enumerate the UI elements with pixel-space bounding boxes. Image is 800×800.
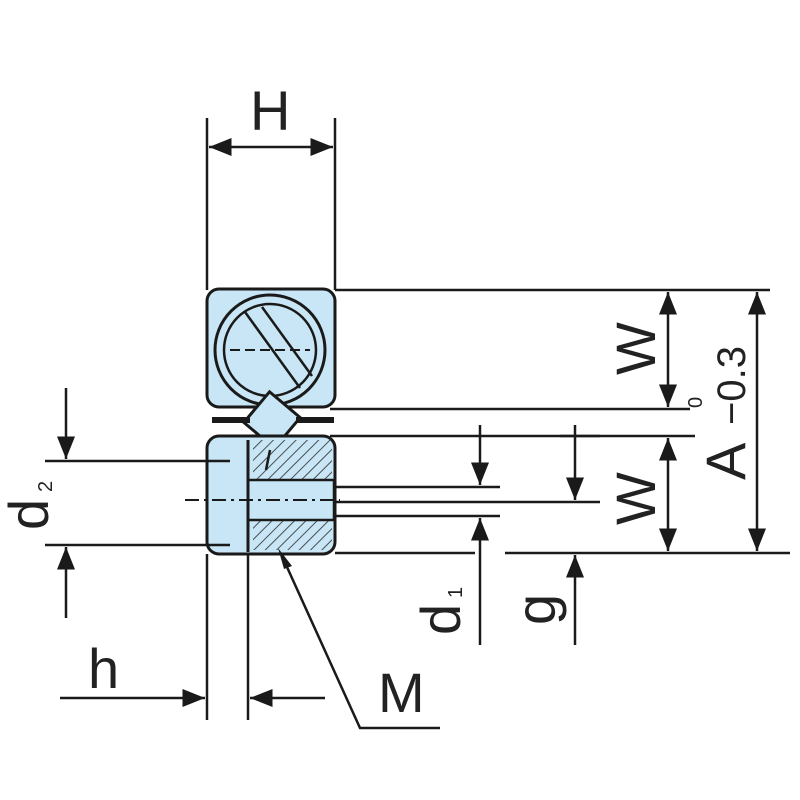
label-d1-sub: 1 (445, 587, 467, 598)
label-M: M (378, 661, 425, 724)
label-d2-sub: 2 (35, 481, 57, 492)
label-g: g (504, 594, 567, 625)
key-piece (212, 389, 334, 451)
label-W-top: W (604, 322, 667, 375)
upper-block (205, 287, 337, 409)
label-d2: d (0, 499, 60, 530)
label-W-top-sub: 0 (685, 397, 707, 408)
label-h: h (88, 637, 119, 700)
lower-block (185, 434, 340, 556)
label-A-tolerance: −0.3 (710, 346, 754, 425)
label-H: H (250, 79, 290, 142)
dimension-lines (57, 138, 766, 730)
label-A: A (694, 442, 757, 480)
label-d1: d (409, 604, 472, 635)
label-W-bottom: W (604, 472, 667, 525)
extension-lines (45, 118, 790, 720)
m-leader-arrow (278, 548, 292, 569)
